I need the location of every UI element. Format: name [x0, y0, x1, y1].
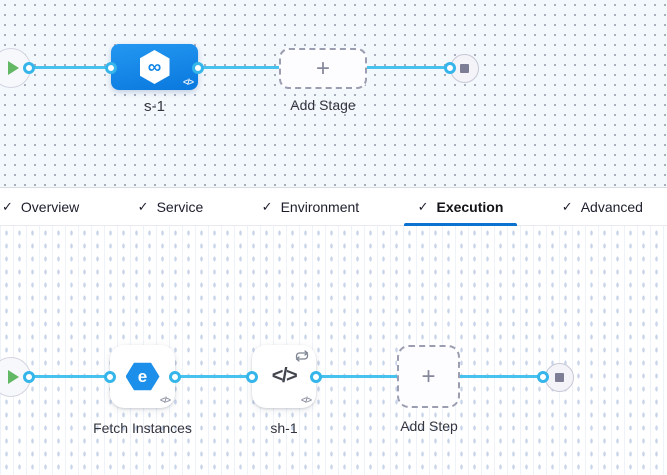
add-stage-button[interactable]: +	[279, 48, 367, 89]
port	[310, 371, 322, 383]
check-icon: ✓	[561, 198, 573, 214]
port	[104, 371, 116, 383]
connector-line	[28, 375, 113, 378]
port	[23, 62, 35, 74]
code-icon: </>	[159, 395, 171, 405]
plus-icon: +	[315, 54, 330, 82]
step-fetch-instances[interactable]: e </>	[110, 345, 175, 408]
infinity-icon: ∞	[147, 56, 162, 78]
tab-label: Environment	[280, 198, 360, 215]
port	[192, 62, 204, 74]
check-icon: ✓	[137, 198, 149, 214]
step-sh-1[interactable]: </> </>	[252, 345, 316, 408]
connector-line	[315, 375, 399, 378]
step-label: sh-1	[270, 420, 298, 436]
add-step-button[interactable]: +	[397, 345, 460, 408]
plus-icon: +	[421, 362, 436, 390]
stage-config-tabs: ✓ Overview ✓ Service ✓ Environment ✓ Exe…	[0, 187, 667, 226]
add-stage-label: Add Stage	[290, 97, 356, 113]
connector-line	[174, 375, 254, 378]
deployment-hexagon-icon: ∞	[139, 50, 170, 84]
check-icon: ✓	[417, 198, 429, 214]
tab-execution[interactable]: ✓ Execution	[403, 188, 518, 226]
connector-line	[28, 66, 114, 69]
port	[169, 371, 181, 383]
connector-line	[366, 66, 451, 69]
loop-icon	[295, 350, 309, 362]
check-icon: ✓	[2, 198, 13, 214]
port	[537, 371, 549, 383]
tab-label: Execution	[436, 198, 504, 215]
tab-service[interactable]: ✓ Service	[124, 188, 218, 225]
check-icon: ✓	[261, 198, 273, 214]
code-icon: </>	[300, 395, 312, 405]
stage-canvas: ∞ </> s-1 + Add Stage	[0, 0, 667, 187]
port	[246, 371, 258, 383]
tab-overview[interactable]: ✓ Overview	[0, 188, 93, 225]
stop-icon	[460, 64, 469, 73]
execution-canvas: e </> Fetch Instances </> </> sh-1 + Add…	[0, 226, 667, 475]
play-icon	[7, 61, 19, 75]
connector-line	[458, 375, 545, 378]
shell-script-icon: </>	[271, 365, 298, 387]
stage-node-s1[interactable]: ∞ </>	[111, 44, 198, 90]
elastigroup-e-glyph: e	[137, 367, 148, 386]
tab-label: Service	[156, 198, 204, 215]
play-icon	[7, 370, 19, 384]
stop-icon	[555, 373, 564, 382]
step-label: Fetch Instances	[93, 420, 192, 436]
port	[105, 62, 117, 74]
tab-advanced[interactable]: ✓ Advanced	[548, 188, 657, 225]
port	[23, 371, 35, 383]
connector-line	[197, 66, 282, 69]
stage-label: s-1	[144, 98, 165, 115]
tab-label: Overview	[20, 198, 80, 215]
execution-end-node	[545, 363, 574, 392]
code-icon: </>	[182, 77, 194, 87]
port	[444, 62, 456, 74]
add-step-label: Add Step	[400, 418, 458, 434]
tab-environment[interactable]: ✓ Environment	[248, 188, 374, 225]
tab-label: Advanced	[580, 198, 643, 215]
elastigroup-icon: e	[125, 362, 160, 391]
